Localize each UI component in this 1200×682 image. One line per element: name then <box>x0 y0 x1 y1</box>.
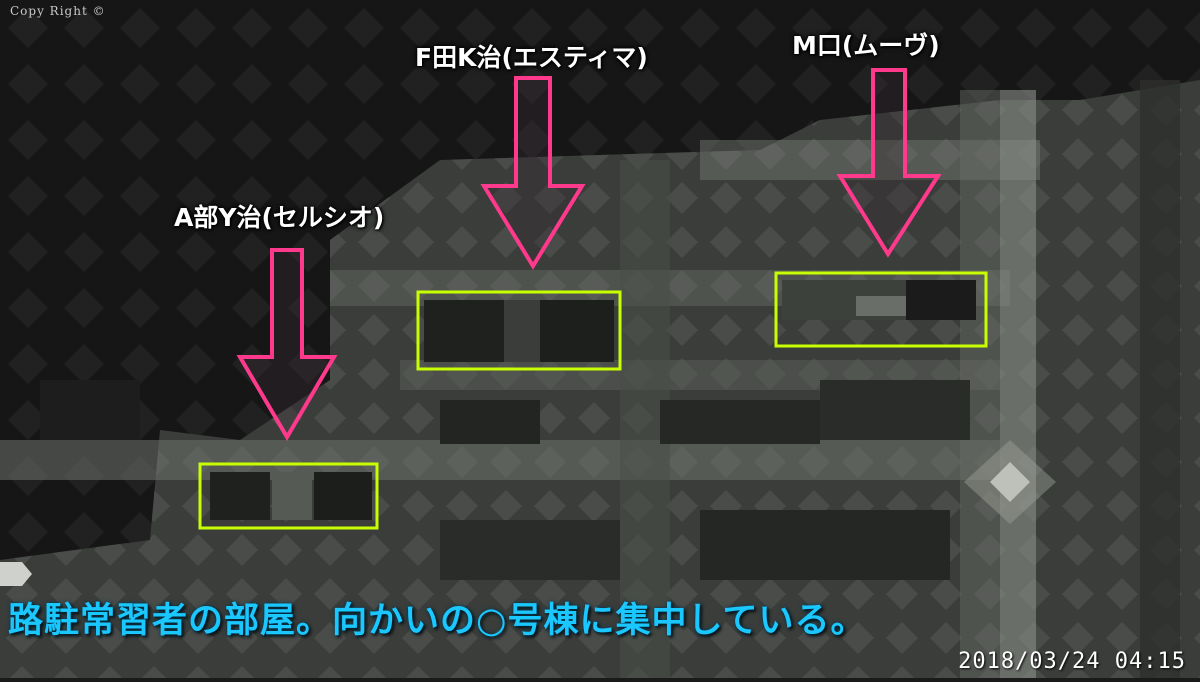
caption: 路駐常習者の部屋。向かいの○号棟に集中している。 <box>8 601 867 641</box>
light-glow <box>964 440 1056 524</box>
window-contents <box>210 280 976 520</box>
arrow-down-icon <box>480 76 586 270</box>
window <box>440 400 540 444</box>
highlight-box-1 <box>198 462 379 530</box>
resident-label-3: M口(ムーヴ) <box>792 31 940 60</box>
window <box>820 380 970 440</box>
timestamp: 2018/03/24 04:15 <box>958 649 1186 674</box>
light-spot <box>990 462 1030 502</box>
floor-band <box>0 440 1000 480</box>
arrow-down-icon <box>236 248 338 441</box>
resident-label-1: A部Y治(セルシオ) <box>174 203 385 232</box>
window <box>660 400 820 444</box>
resident-label-2: F田K治(エスティマ) <box>415 43 648 72</box>
light-spot <box>0 562 32 586</box>
column <box>1000 90 1036 678</box>
copyright-watermark: Copy Right © <box>10 4 106 18</box>
window <box>440 520 620 580</box>
window <box>40 380 140 440</box>
floor-band <box>700 140 1040 180</box>
highlight-box-3 <box>774 271 988 348</box>
window <box>700 510 950 580</box>
highlight-box-2 <box>416 290 622 371</box>
column <box>1140 80 1180 678</box>
arrow-down-icon <box>836 68 942 258</box>
